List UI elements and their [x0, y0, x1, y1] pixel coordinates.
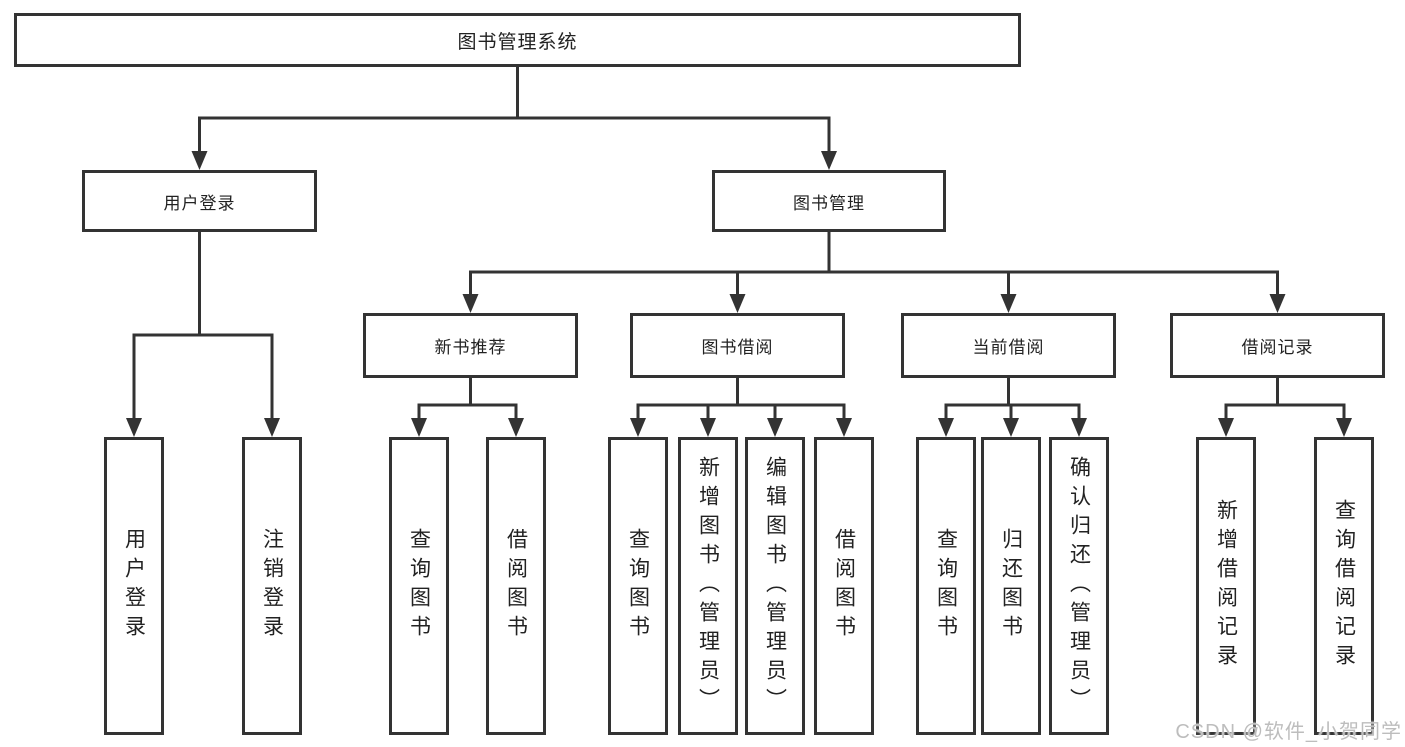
leaf-query-books-current: 查询图书	[916, 437, 976, 735]
leaf-borrow-books-recommend: 借阅图书	[486, 437, 546, 735]
leaf-add-books-admin: 新增图书（管理员）	[678, 437, 738, 735]
leaf-query-books-borrowing: 查询图书	[608, 437, 668, 735]
leaf-query-books-recommend: 查询图书	[389, 437, 449, 735]
leaf-add-borrow-record: 新增借阅记录	[1196, 437, 1256, 735]
arrowheads	[126, 151, 1352, 437]
leaf-return-books: 归还图书	[981, 437, 1041, 735]
leaf-confirm-return-admin: 确认归还（管理员）	[1049, 437, 1109, 735]
leaf-edit-books-admin: 编辑图书（管理员）	[745, 437, 805, 735]
node-borrowing-records: 借阅记录	[1170, 313, 1385, 378]
leaf-borrow-books-borrowing: 借阅图书	[814, 437, 874, 735]
node-book-management: 图书管理	[712, 170, 946, 232]
node-new-book-recommend: 新书推荐	[363, 313, 578, 378]
leaf-query-borrow-record: 查询借阅记录	[1314, 437, 1374, 735]
node-current-borrowing: 当前借阅	[901, 313, 1116, 378]
leaf-logout: 注销登录	[242, 437, 302, 735]
csdn-watermark: CSDN @软件_小贺同学	[1175, 721, 1402, 743]
leaf-user-login: 用户登录	[104, 437, 164, 735]
node-user-login: 用户登录	[82, 170, 317, 232]
node-root: 图书管理系统	[14, 13, 1021, 67]
node-book-borrowing: 图书借阅	[630, 313, 845, 378]
